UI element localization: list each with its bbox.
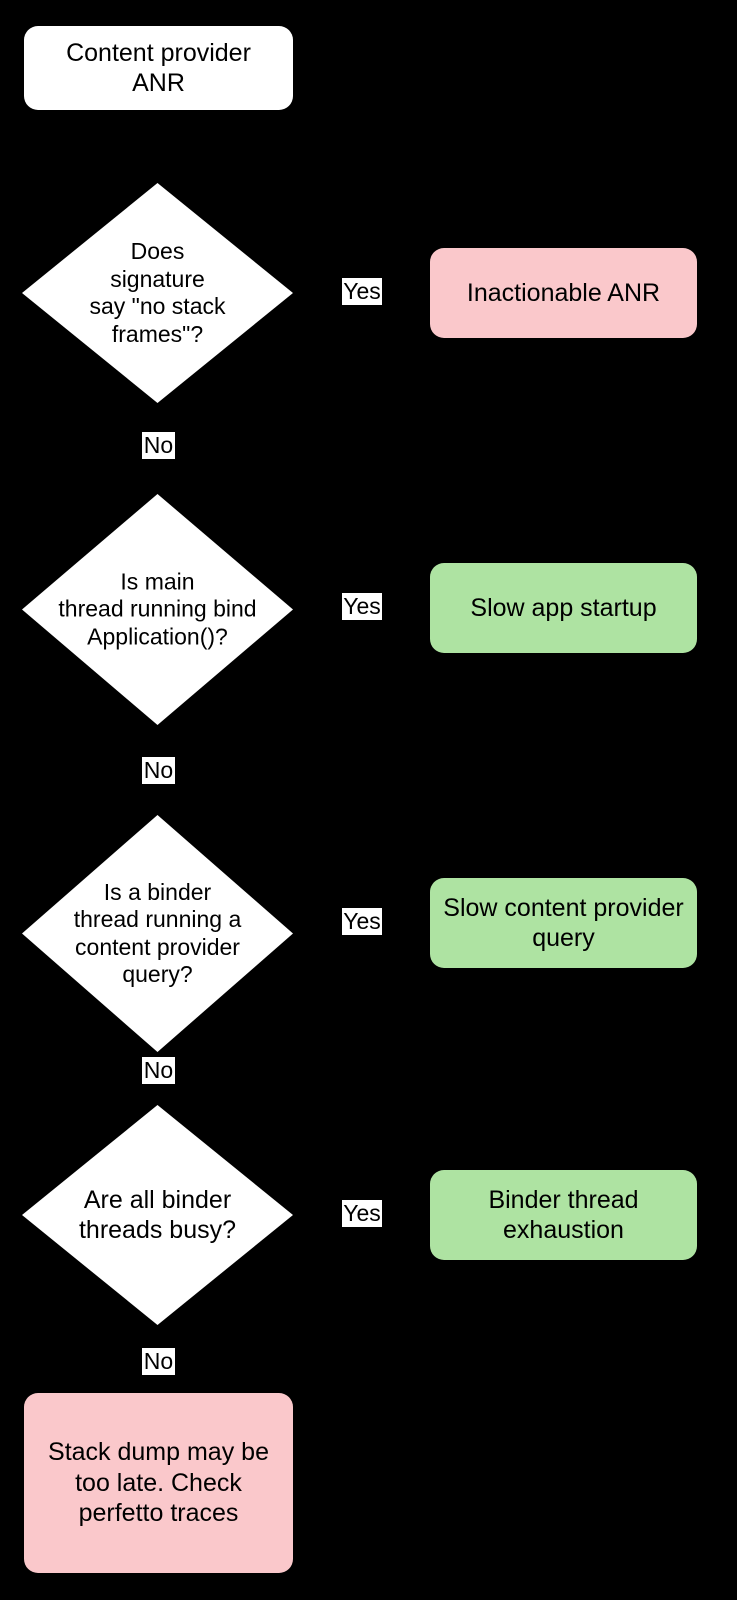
edge-label-no-binder-busy: No xyxy=(142,1348,175,1376)
diamond-shape-binder-busy xyxy=(22,1105,293,1325)
node-inactionable-anr-label: Inactionable ANR xyxy=(466,278,661,307)
edge-label-no-signature: No xyxy=(142,432,175,460)
node-perfetto-traces[interactable]: Stack dump may be too late. Check perfet… xyxy=(24,1393,293,1573)
edge-label-yes-signature: Yes xyxy=(342,278,382,306)
edge-label-no-bind-application: No xyxy=(142,757,175,785)
node-decision-binder-busy[interactable]: Are all binder threads busy? xyxy=(22,1105,293,1325)
node-binder-thread-exhaustion[interactable]: Binder thread exhaustion xyxy=(430,1170,697,1260)
node-binder-thread-exhaustion-label: Binder thread exhaustion xyxy=(488,1185,639,1245)
node-content-provider-anr[interactable]: Content provider ANR xyxy=(24,26,293,110)
node-perfetto-traces-label: Stack dump may be too late. Check perfet… xyxy=(48,1438,269,1528)
diamond-shape-bind-application xyxy=(22,494,293,725)
node-content-provider-anr-label: Content provider ANR xyxy=(66,38,251,98)
node-decision-signature[interactable]: Does signature say "no stack frames"? xyxy=(22,183,293,403)
node-decision-binder-query[interactable]: Is a binder thread running a content pro… xyxy=(22,815,293,1052)
node-inactionable-anr[interactable]: Inactionable ANR xyxy=(430,248,697,338)
node-slow-app-startup[interactable]: Slow app startup xyxy=(430,563,697,653)
diamond-shape-binder-query xyxy=(22,815,293,1052)
edge-label-yes-binder-busy: Yes xyxy=(342,1200,382,1228)
diamond-shape-signature xyxy=(22,183,293,403)
node-decision-bind-application[interactable]: Is main thread running bind Application(… xyxy=(22,494,293,725)
edge-label-no-binder-query: No xyxy=(142,1057,175,1085)
node-slow-content-provider-query-label: Slow content provider query xyxy=(443,893,684,953)
edge-start-to-signature xyxy=(157,110,159,183)
edge-label-yes-binder-query: Yes xyxy=(342,908,382,936)
node-slow-app-startup-label: Slow app startup xyxy=(470,593,657,622)
edge-label-yes-bind-application: Yes xyxy=(342,593,382,621)
node-slow-content-provider-query[interactable]: Slow content provider query xyxy=(430,878,697,968)
